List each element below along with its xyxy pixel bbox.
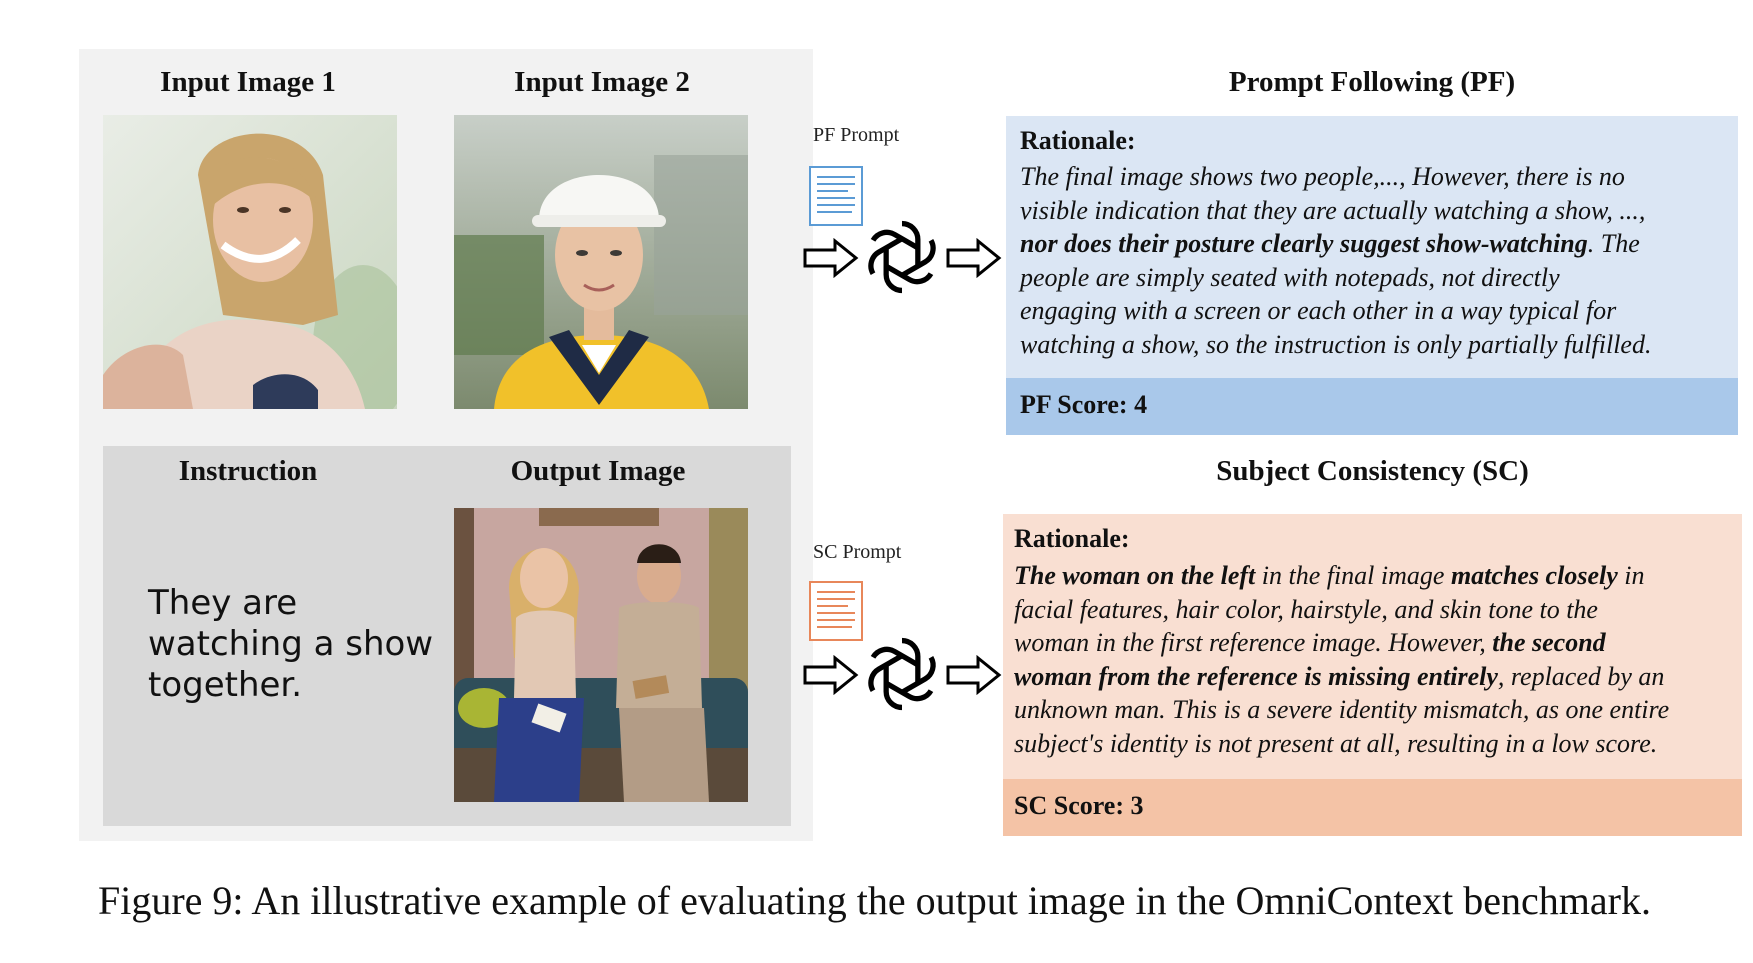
rationale-line: The woman on the left in the final image…	[1014, 559, 1726, 593]
rationale-segment: unknown man. This is a severe identity m…	[1014, 695, 1670, 724]
instruction-line: watching a show	[148, 624, 434, 664]
rationale-line: people are simply seated with notepads, …	[1020, 261, 1720, 295]
pf-rationale-box: Rationale: The final image shows two peo…	[1006, 116, 1738, 378]
output-image	[454, 508, 748, 802]
sc-score: SC Score: 3	[1014, 791, 1144, 820]
output-image-title: Output Image	[510, 455, 686, 487]
document-icon	[808, 580, 864, 642]
rationale-segment: in	[1617, 561, 1645, 590]
rationale-line: nor does their posture clearly suggest s…	[1020, 227, 1720, 261]
rationale-segment: facial features, hair color, hairstyle, …	[1014, 594, 1598, 624]
sc-heading: Subject Consistency (SC)	[1216, 455, 1529, 487]
pf-score: PF Score: 4	[1020, 390, 1148, 419]
pf-prompt-label: PF Prompt	[813, 124, 900, 146]
rationale-segment: subject's identity is not present at all…	[1014, 728, 1658, 758]
rationale-line: facial features, hair color, hairstyle, …	[1014, 593, 1726, 627]
input-image-1-title: Input Image 1	[160, 66, 336, 98]
pf-score-bar: PF Score: 4	[1006, 378, 1738, 435]
rationale-segment: engaging with a screen or each other in …	[1020, 296, 1617, 325]
pf-heading: Prompt Following (PF)	[1228, 66, 1516, 98]
rationale-segment: watching a show, so the instruction is o…	[1020, 329, 1652, 359]
rationale-line: watching a show, so the instruction is o…	[1020, 328, 1720, 362]
instruction-text: They are watching a show together.	[148, 583, 448, 706]
right-arrow-icon	[803, 237, 859, 279]
rationale-segment: visible indication that they are actuall…	[1020, 195, 1646, 225]
rationale-segment: The final image shows two people,..., Ho…	[1020, 162, 1625, 191]
figure-caption: Figure 9: An illustrative example of eva…	[98, 878, 1651, 923]
right-arrow-icon	[946, 237, 1002, 279]
right-arrow-icon	[946, 654, 1002, 696]
sc-rationale-text: The woman on the left in the final image…	[1014, 559, 1726, 760]
rationale-line: subject's identity is not present at all…	[1014, 727, 1726, 761]
rationale-segment: . The	[1587, 229, 1640, 258]
right-arrow-icon	[803, 654, 859, 696]
sc-prompt-label: SC Prompt	[813, 541, 902, 563]
rationale-emphasis: the second	[1492, 628, 1606, 657]
openai-logo-icon	[858, 213, 946, 301]
input-image-1	[103, 115, 397, 409]
rationale-segment: in the final image	[1255, 561, 1451, 590]
pf-rationale-text: The final image shows two people,..., Ho…	[1020, 160, 1720, 361]
document-icon	[808, 165, 864, 227]
rationale-emphasis: woman from the reference is missing enti…	[1014, 661, 1498, 691]
rationale-emphasis: matches closely	[1450, 561, 1618, 590]
rationale-line: woman in the first reference image. Howe…	[1014, 626, 1726, 660]
instruction-line: together.	[148, 665, 303, 705]
sc-rationale-title: Rationale:	[1014, 524, 1130, 553]
rationale-line: woman from the reference is missing enti…	[1014, 660, 1726, 694]
rationale-segment: people are simply seated with notepads, …	[1020, 262, 1560, 292]
sc-score-bar: SC Score: 3	[1003, 779, 1742, 836]
rationale-emphasis: nor does their posture clearly suggest s…	[1020, 229, 1588, 258]
pf-rationale-title: Rationale:	[1020, 126, 1136, 155]
openai-logo-icon	[858, 630, 946, 718]
sc-rationale-box: Rationale: The woman on the left in the …	[1003, 514, 1742, 779]
rationale-line: unknown man. This is a severe identity m…	[1014, 693, 1726, 727]
rationale-line: The final image shows two people,..., Ho…	[1020, 160, 1720, 194]
rationale-emphasis: The woman on the left	[1014, 561, 1256, 590]
rationale-line: visible indication that they are actuall…	[1020, 194, 1720, 228]
rationale-line: engaging with a screen or each other in …	[1020, 294, 1720, 328]
input-image-2	[454, 115, 748, 409]
input-image-2-title: Input Image 2	[514, 66, 690, 98]
rationale-segment: , replaced by an	[1497, 661, 1665, 691]
instruction-line: They are	[148, 583, 298, 623]
instruction-title: Instruction	[178, 455, 318, 487]
rationale-segment: woman in the first reference image. Howe…	[1014, 628, 1493, 657]
